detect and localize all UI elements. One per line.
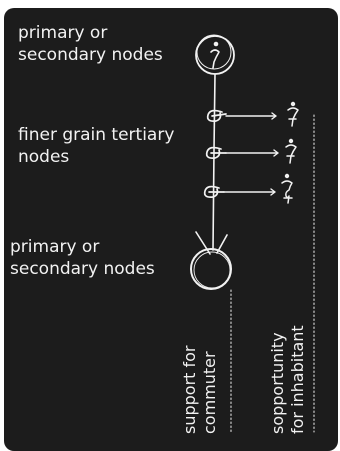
tertiary-node-2: [205, 138, 297, 164]
bottom-node-label-line1: primary or: [10, 237, 100, 257]
spine-line: [212, 73, 216, 251]
arrow-icon: [223, 188, 276, 196]
top-node-label-line1: primary or: [18, 23, 108, 43]
ring-node-icon: [206, 109, 227, 122]
tertiary-label-line2: nodes: [18, 147, 70, 167]
person-icon: [281, 173, 293, 204]
person-icon: [285, 138, 297, 164]
top-node-label-line2: secondary nodes: [18, 45, 163, 65]
person-icon: [287, 101, 299, 127]
ring-node-icon: [205, 146, 227, 159]
tertiary-node-3: [203, 173, 293, 204]
tertiary-label-line1: finer grain tertiary: [18, 125, 175, 145]
bottom-node-label-line2: secondary nodes: [10, 259, 155, 279]
tertiary-node-label: finer grain tertiary nodes: [18, 124, 174, 168]
top-node-person-icon: [195, 34, 235, 75]
top-node-label: primary or secondary nodes: [18, 22, 163, 66]
tertiary-node-1: [206, 101, 299, 127]
ring-node-icon: [203, 185, 225, 198]
arrow-icon: [225, 149, 279, 157]
diagram-panel: [4, 8, 338, 451]
arrow-icon: [225, 112, 277, 120]
bottom-node-label: primary or secondary nodes: [10, 236, 155, 280]
bottom-node-icon: [190, 231, 232, 290]
